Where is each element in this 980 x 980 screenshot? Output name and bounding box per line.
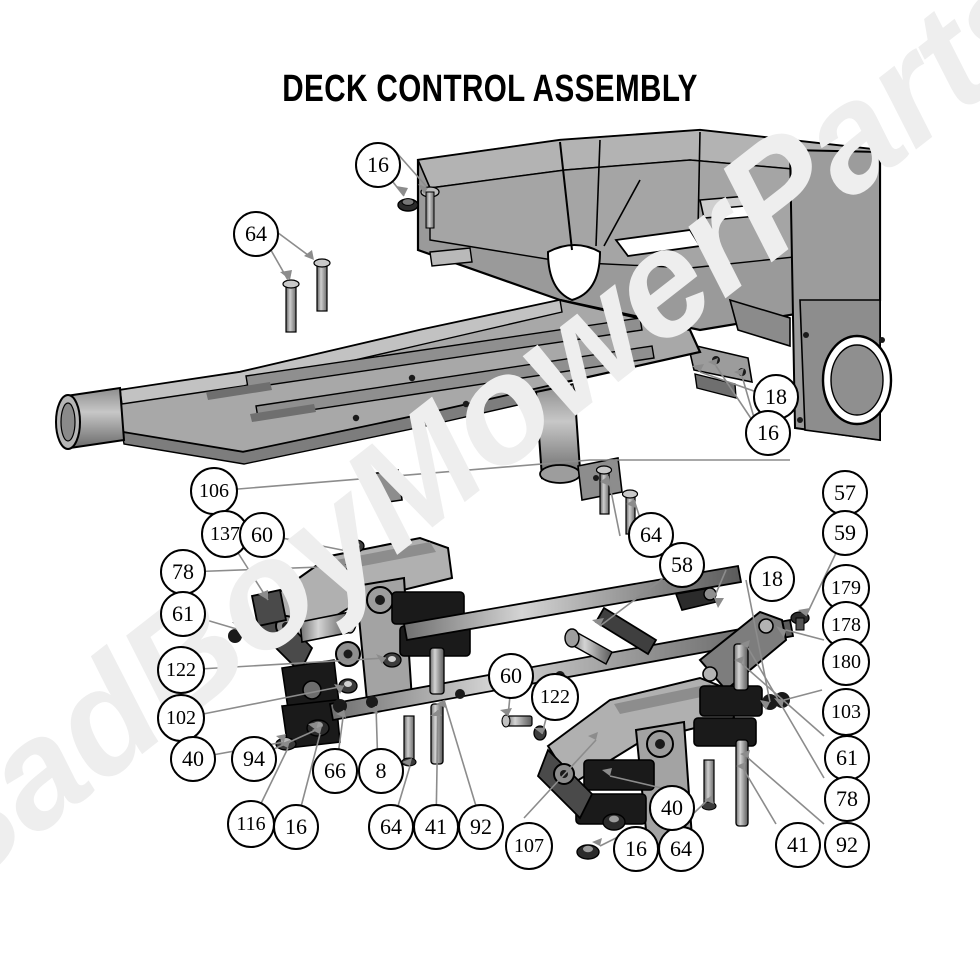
- callout-bubble-122[interactable]: 122: [531, 673, 579, 721]
- callout-bubble-16[interactable]: 16: [355, 142, 401, 188]
- callout-bubble-60[interactable]: 60: [239, 512, 285, 558]
- callout-bubble-40[interactable]: 40: [649, 785, 695, 831]
- callout-bubble-137[interactable]: 137: [201, 510, 249, 558]
- callout-bubble-116[interactable]: 116: [227, 800, 275, 848]
- callout-bubble-180[interactable]: 180: [822, 638, 870, 686]
- callout-bubble-41[interactable]: 41: [413, 804, 459, 850]
- callout-bubble-18[interactable]: 18: [749, 556, 795, 602]
- callout-bubble-40[interactable]: 40: [170, 736, 216, 782]
- callout-bubble-94[interactable]: 94: [231, 736, 277, 782]
- callout-bubble-61[interactable]: 61: [824, 735, 870, 781]
- callout-bubble-92[interactable]: 92: [458, 804, 504, 850]
- main-frame-weldment: [55, 128, 893, 505]
- callout-bubble-92[interactable]: 92: [824, 822, 870, 868]
- callout-bubble-59[interactable]: 59: [822, 510, 868, 556]
- callout-bubble-58[interactable]: 58: [659, 542, 705, 588]
- page-title: DECK CONTROL ASSEMBLY: [282, 68, 698, 110]
- callout-bubble-106[interactable]: 106: [190, 467, 238, 515]
- callout-bubble-78[interactable]: 78: [160, 549, 206, 595]
- callout-bubble-64[interactable]: 64: [368, 804, 414, 850]
- callout-bubble-107[interactable]: 107: [505, 822, 553, 870]
- callout-bubble-66[interactable]: 66: [312, 748, 358, 794]
- callout-bubble-103[interactable]: 103: [822, 688, 870, 736]
- callout-bubble-57[interactable]: 57: [822, 470, 868, 516]
- callout-bubble-8[interactable]: 8: [358, 748, 404, 794]
- callout-bubble-64[interactable]: 64: [658, 826, 704, 872]
- leader-arrowheads: [232, 184, 810, 846]
- callout-bubble-64[interactable]: 64: [233, 211, 279, 257]
- callout-bubble-122[interactable]: 122: [157, 646, 205, 694]
- callout-bubble-61[interactable]: 61: [160, 591, 206, 637]
- callout-bubble-78[interactable]: 78: [824, 776, 870, 822]
- callout-bubble-16[interactable]: 16: [745, 410, 791, 456]
- callout-bubble-41[interactable]: 41: [775, 822, 821, 868]
- callout-bubble-16[interactable]: 16: [273, 804, 319, 850]
- callout-bubble-102[interactable]: 102: [157, 694, 205, 742]
- callout-bubble-60[interactable]: 60: [488, 653, 534, 699]
- callout-bubble-16[interactable]: 16: [613, 826, 659, 872]
